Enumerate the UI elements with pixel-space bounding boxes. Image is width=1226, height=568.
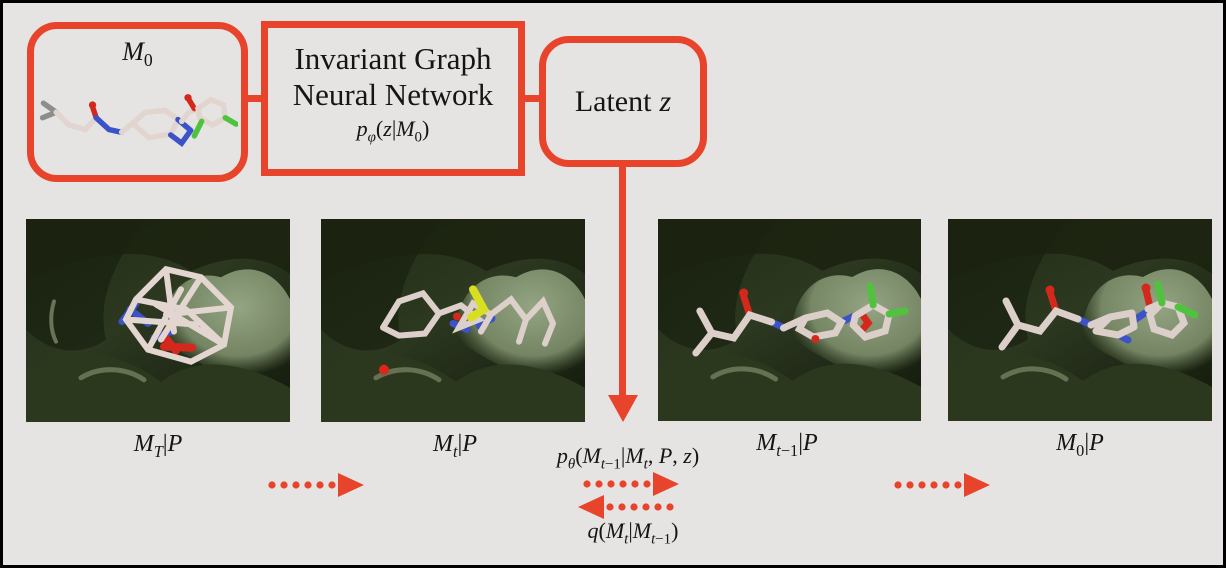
latent-box-label: Latent	[574, 84, 652, 118]
frame-label-mt-1: Mt−1|P	[756, 430, 818, 460]
latent-z-box: Latent z	[539, 36, 707, 167]
frame-label-m0: M0|P	[1056, 430, 1104, 460]
connector-m0-to-gnn	[242, 95, 268, 102]
pocket-image-mt-1	[658, 219, 921, 421]
final-ligand-sticks	[998, 280, 1199, 351]
molecule-m0-structure	[39, 94, 238, 148]
pocket-image-mt	[321, 219, 585, 422]
latent-box-variable: z	[659, 84, 672, 118]
dotted-arrow-right-icon	[268, 473, 364, 497]
stray-oxygen-atom	[379, 364, 389, 375]
molecule-m0-box: M0	[27, 22, 248, 182]
forward-process-formula: q(Mt|Mt−1)	[587, 518, 679, 548]
frame-label-mt: Mt|P	[432, 431, 478, 461]
gnn-box-title-line1: Invariant Graph	[294, 41, 492, 76]
down-arrow-icon	[608, 395, 638, 422]
dotted-arrow-left-icon	[578, 495, 674, 519]
dotted-arrow-right-icon	[583, 472, 679, 496]
invariant-gnn-box: Invariant Graph Neural Network pφ(z|M0)	[261, 21, 525, 176]
m0-box-label: M0	[122, 37, 153, 71]
pocket-image-m0	[948, 219, 1212, 421]
latent-to-denoiser-arrow-line	[619, 163, 626, 395]
gnn-encoder-formula: pφ(z|M0)	[356, 116, 430, 146]
connector-gnn-to-latent	[519, 95, 545, 102]
frame-label-mT: MT|P	[133, 431, 183, 461]
dotted-arrow-right-icon	[894, 473, 990, 497]
reverse-process-formula: pθ(Mt−1|Mt, P, z)	[556, 443, 700, 473]
gnn-box-title-line2: Neural Network	[292, 77, 494, 112]
partial-ligand-sticks	[380, 285, 556, 347]
pocket-image-mT	[26, 219, 290, 422]
noisy-ligand-sticks	[118, 265, 235, 365]
near-final-ligand-sticks	[692, 282, 909, 357]
